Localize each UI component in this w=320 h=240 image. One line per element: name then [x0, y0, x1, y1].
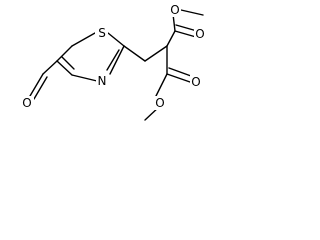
aldehyde-oxygen-label-bg — [21, 96, 34, 110]
atom-nitrogen: N — [98, 74, 107, 88]
sulfur-label-bg — [95, 26, 108, 40]
bond-ester1-co — [174, 30, 197, 38]
atom-ester1-carbonyl-oxygen: O — [195, 27, 204, 41]
bond-c2-n-double — [106, 49, 120, 71]
atom-aldehyde-oxygen: O — [22, 96, 31, 110]
bond-ch-c5 — [56, 60, 73, 76]
structure-diagram: S N O O O O O — [21, 3, 207, 121]
bond-c5-ch2 — [56, 45, 73, 62]
bond-ome1-ch3 — [180, 9, 204, 16]
bond-ch2-s — [71, 32, 96, 47]
atom-ester2-ether-oxygen: O — [155, 96, 164, 110]
atom-ester2-carbonyl-oxygen: O — [191, 75, 200, 89]
bond-ch-c-ester1 — [166, 30, 176, 47]
bond-s-c2 — [107, 32, 125, 47]
bond-ch-c5-double — [61, 56, 75, 70]
ester2-carbonyl-oxygen-label-bg — [190, 75, 203, 89]
bond-ester2-ome — [155, 73, 168, 97]
bond-ester2-co-double — [168, 67, 192, 77]
bond-c2-n — [109, 45, 125, 75]
ester2-ether-oxygen-label-bg — [154, 96, 167, 110]
molecule-canvas: S N O O O O O — [0, 0, 220, 147]
bond-ester1-co-double — [175, 24, 198, 32]
bond-ch2-ch — [144, 45, 168, 62]
bond-cho-o — [29, 73, 44, 97]
ester1-carbonyl-oxygen-label-bg — [194, 27, 207, 41]
bond-ester2-co — [166, 73, 191, 83]
bond-c2-ch2 — [123, 45, 146, 62]
ester1-ether-oxygen-label-bg — [168, 3, 181, 17]
atom-sulfur: S — [98, 26, 106, 40]
bond-n-ch — [71, 74, 98, 82]
bond-cho-o-double — [33, 76, 48, 100]
nitrogen-label-bg — [96, 74, 109, 88]
atom-ester1-ether-oxygen: O — [170, 3, 179, 17]
bond-c5-cho — [42, 60, 58, 75]
